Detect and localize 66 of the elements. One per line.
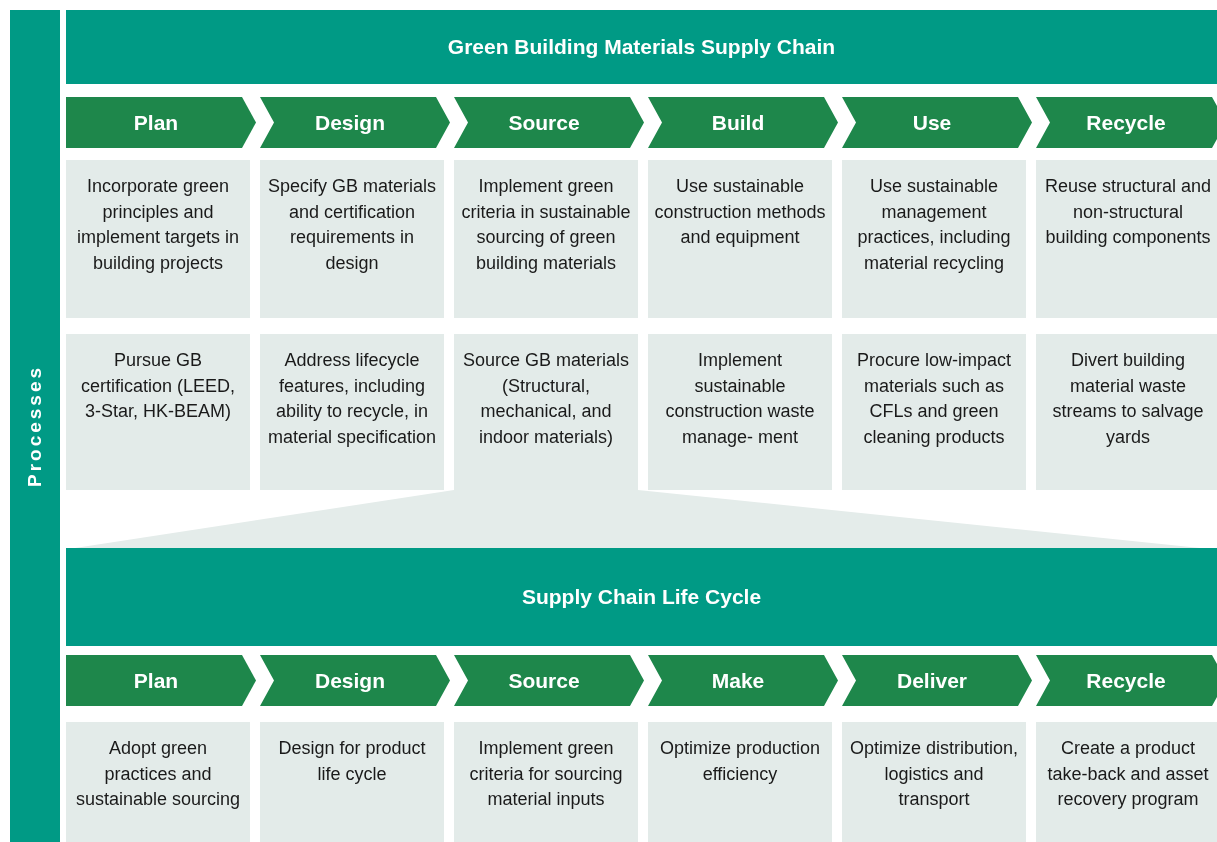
description-text: Design for product life cycle xyxy=(277,737,427,786)
stage-banner xyxy=(260,97,450,148)
stage-label: Plan xyxy=(133,110,179,135)
description-text: Implement green criteria in sustainable sourcing of green building materials xyxy=(460,175,632,276)
side-label: Processes xyxy=(24,364,46,488)
stage-label: Source xyxy=(508,110,580,135)
text-panel xyxy=(454,334,638,490)
text-panel xyxy=(842,334,1026,490)
stage-banner xyxy=(260,655,450,706)
stage-label: Plan xyxy=(133,668,179,693)
text-panel xyxy=(260,722,444,842)
stage-banner xyxy=(1036,655,1217,706)
description-text: Reuse structural and non-structural building components xyxy=(1043,175,1213,250)
description-text: Incorporate green principles and implement targets in building projects xyxy=(75,175,241,276)
description-text: Use sustainable management practices, including material recycling xyxy=(856,175,1012,276)
text-panel xyxy=(454,160,638,318)
text-panel xyxy=(1036,722,1217,842)
description-text: Pursue GB certification (LEED, 3-Star, HK-BEAM) xyxy=(79,349,237,424)
stage-banner xyxy=(1036,97,1217,148)
stage-label: Source xyxy=(508,668,580,693)
side-band xyxy=(10,10,60,842)
text-panel xyxy=(1036,334,1217,490)
stage-label: Recycle xyxy=(1086,110,1166,135)
stage-banner xyxy=(454,97,644,148)
description-text: Implement sustainable construction waste manage- ment xyxy=(664,349,816,450)
stage-banner xyxy=(842,97,1032,148)
stage-banner xyxy=(648,655,838,706)
description-text: Procure low-impact materials such as CFLs and green cleaning products xyxy=(855,349,1012,450)
text-panel xyxy=(842,160,1026,318)
text-panel xyxy=(1036,160,1217,318)
stage-label: Make xyxy=(711,668,765,693)
stage-label: Use xyxy=(912,110,952,135)
stage-banner xyxy=(66,97,256,148)
text-panel xyxy=(66,334,250,490)
description-text: Optimize distribution, logistics and transport xyxy=(848,737,1020,812)
description-text: Specify GB materials and certification requirements in design xyxy=(266,175,438,276)
text-panel xyxy=(260,160,444,318)
description-text: Source GB materials (Structural, mechanical, and indoor materials) xyxy=(461,349,631,450)
text-panel xyxy=(648,722,832,842)
stage-label: Build xyxy=(711,110,765,135)
stage-label: Recycle xyxy=(1086,668,1166,693)
stage-label: Design xyxy=(315,668,385,693)
header-band xyxy=(66,10,1217,84)
text-panel xyxy=(648,334,832,490)
description-text: Implement green criteria for sourcing material inputs xyxy=(468,737,624,812)
section-title: Supply Chain Life Cycle xyxy=(521,585,762,609)
stage-banner xyxy=(842,655,1032,706)
stage-label: Design xyxy=(315,110,385,135)
text-panel xyxy=(66,160,250,318)
text-panel xyxy=(648,160,832,318)
stage-banner xyxy=(648,97,838,148)
description-text: Use sustainable construction methods and equipment xyxy=(654,175,826,250)
text-panel xyxy=(66,722,250,842)
text-panel xyxy=(842,722,1026,842)
stage-label: Deliver xyxy=(896,668,967,693)
header-band xyxy=(66,548,1217,646)
stage-banner xyxy=(66,655,256,706)
description-text: Create a product take-back and asset recovery program xyxy=(1046,737,1210,812)
description-text: Adopt green practices and sustainable sourcing xyxy=(74,737,242,812)
stage-banner xyxy=(454,655,644,706)
description-text: Address lifecycle features, including ability to recycle, in material specification xyxy=(266,349,438,450)
text-panel xyxy=(454,722,638,842)
description-text: Divert building material waste streams to salvage yards xyxy=(1051,349,1205,450)
text-panel xyxy=(260,334,444,490)
description-text: Optimize production efficiency xyxy=(658,737,822,786)
section-title: Green Building Materials Supply Chain xyxy=(447,35,836,59)
